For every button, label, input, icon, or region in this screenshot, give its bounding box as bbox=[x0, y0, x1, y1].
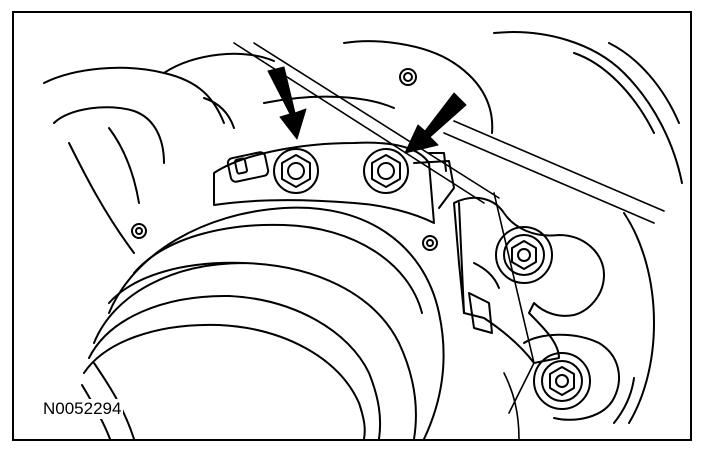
right-housing-edge bbox=[613, 212, 655, 424]
engine-component-illustration bbox=[43, 31, 683, 439]
upper-left-bolt bbox=[273, 148, 319, 194]
figure-code-label: N0052294 bbox=[41, 399, 124, 419]
illustration-frame: N0052294 bbox=[12, 11, 692, 441]
mounting-bosses bbox=[131, 68, 438, 251]
mounting-bracket bbox=[213, 141, 455, 224]
arrow-left bbox=[267, 66, 307, 140]
belt-pulley bbox=[81, 206, 445, 439]
tensioner-arm bbox=[453, 192, 605, 439]
arrow-right bbox=[404, 92, 467, 154]
tensioner-upper-bolt bbox=[495, 226, 553, 284]
tensioner-lower-bolt bbox=[523, 333, 620, 421]
upper-right-bolt bbox=[363, 148, 409, 194]
